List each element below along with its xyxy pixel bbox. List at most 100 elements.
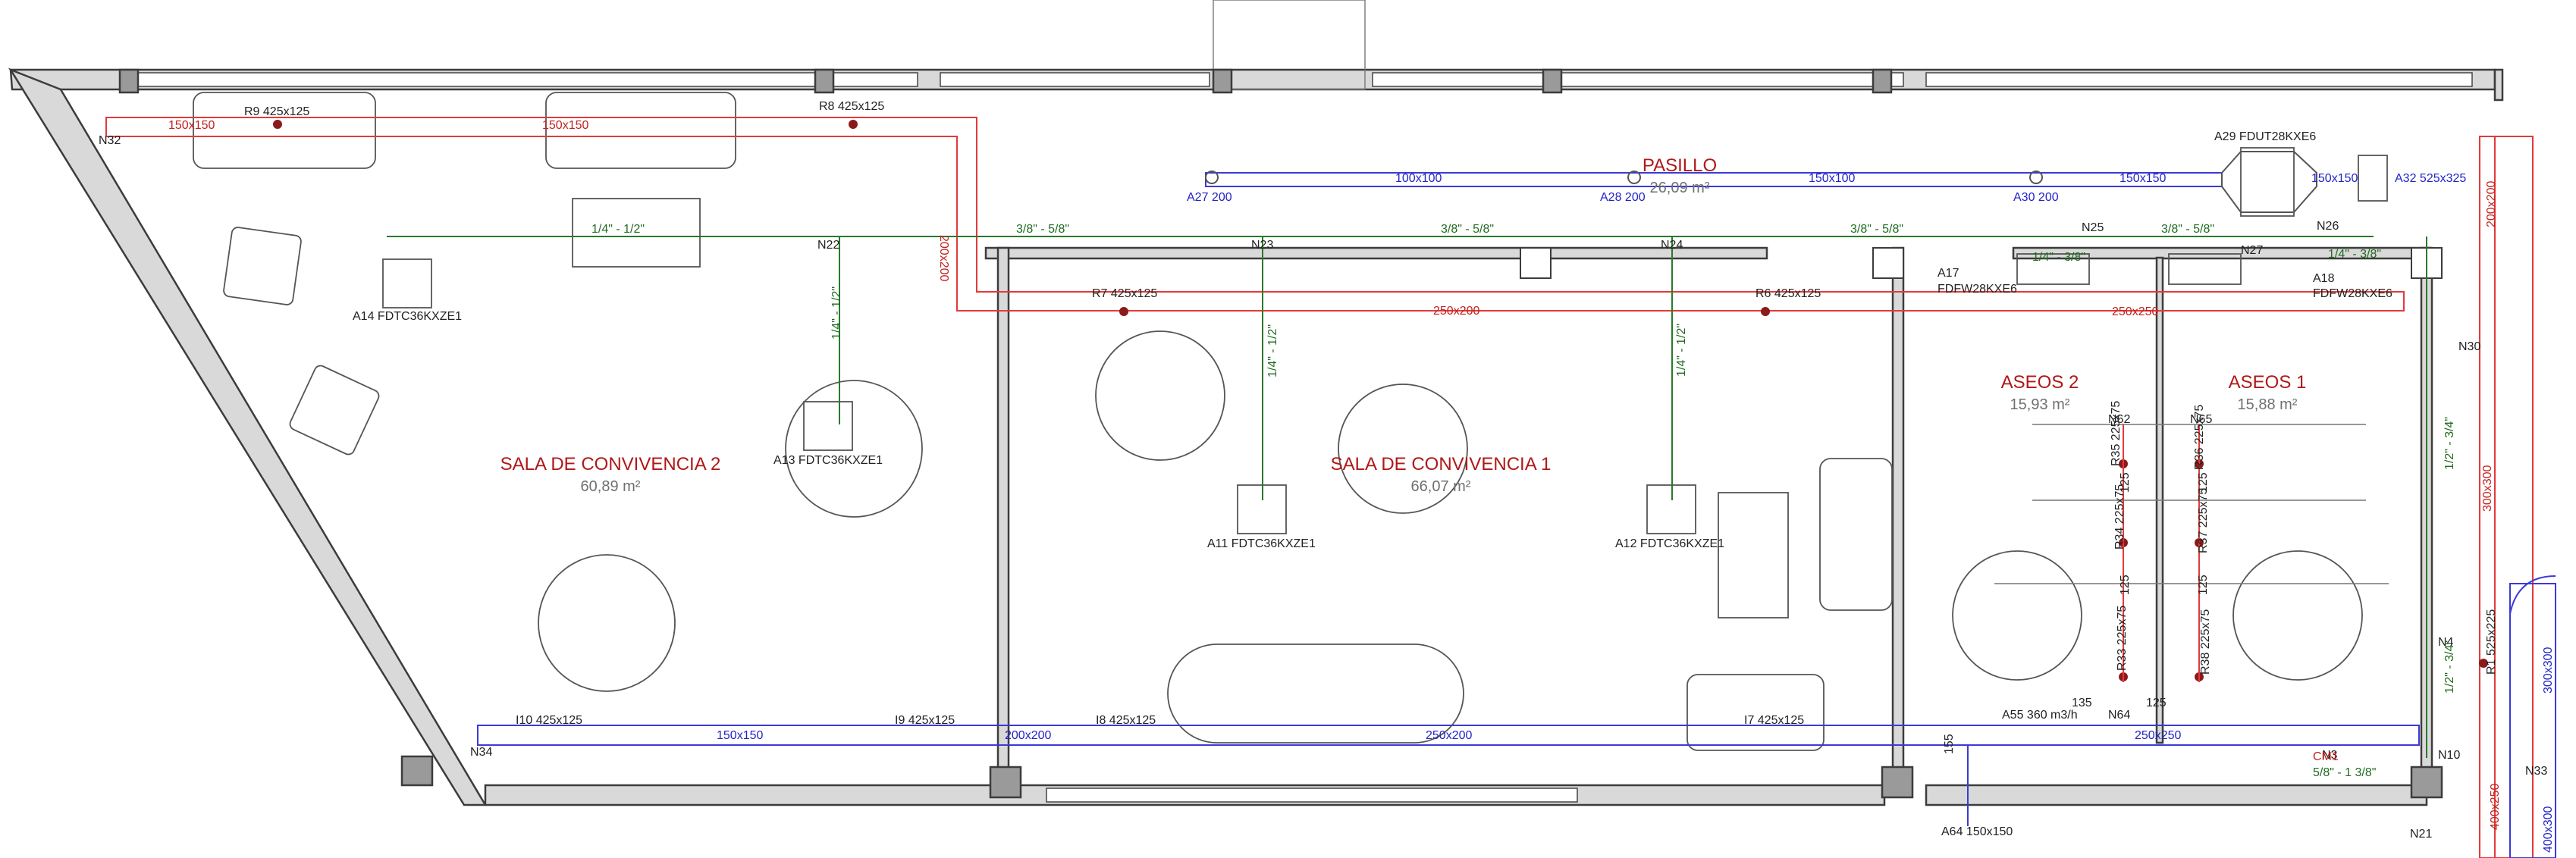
pipe-labels: 1/4" - 1/2" 3/8" - 5/8" 3/8" - 5/8" 3/8"…: [591, 223, 2456, 779]
pipe-label: 1/2" - 3/4": [2443, 417, 2456, 470]
pipe-label: CM1: [2313, 750, 2339, 763]
node-label: N3: [2322, 749, 2338, 762]
node-labels: N32 N22 N23 N24 N25 N26 N27 N30 N34 N62 …: [99, 134, 2547, 841]
duct-label: R35 225x75: [2110, 401, 2123, 466]
column: [118, 68, 140, 94]
sofa: [1819, 458, 1893, 611]
window: [1372, 72, 1904, 87]
duct-label: 400x300: [2542, 806, 2555, 853]
grille-icon: [1761, 307, 1770, 316]
room-name-pasillo: PASILLO: [1643, 155, 1717, 176]
pipe-label: 3/8" - 5/8": [1850, 223, 1903, 236]
window: [124, 72, 918, 87]
unit-label-a17: A17: [1937, 267, 1959, 280]
column: [1542, 68, 1563, 94]
node-label: N25: [2082, 221, 2104, 234]
pipe-label: 3/8" - 5/8": [1016, 223, 1069, 236]
duct-label: 150x150: [168, 119, 215, 132]
round-table: [2232, 550, 2363, 681]
duct-label: R36 225x75: [2193, 405, 2206, 470]
duct-label: R6 425x125: [1756, 287, 1821, 300]
node-label: N23: [1251, 239, 1273, 252]
pipe-label: 1/4" - 1/2": [1675, 324, 1688, 377]
pipe-label: 3/8" - 5/8": [1441, 223, 1494, 236]
wall-corridor: [984, 246, 1768, 260]
duct-label: I7 425x125: [1744, 714, 1804, 727]
columns: [118, 68, 2443, 799]
node-label: N22: [817, 239, 839, 252]
diffuser-icon: [1627, 171, 1641, 184]
duct-label: R1 525x225: [2485, 609, 2498, 675]
duct-label: R34 225x75: [2113, 484, 2126, 550]
duct-label: 150x150: [2311, 172, 2358, 185]
duct-label: 400x250: [2489, 784, 2502, 830]
unit-box: [1237, 484, 1287, 534]
grille-a32: [2358, 155, 2388, 202]
duct-label: 125: [2197, 575, 2210, 595]
duct-supply: [105, 117, 2405, 312]
node-label: N65: [2190, 413, 2212, 426]
pipe-label: 1/4" - 3/8": [2328, 248, 2381, 261]
duct-label: 125: [2197, 472, 2210, 493]
duct-return-curve: [2509, 575, 2556, 615]
round-table: [1338, 384, 1468, 514]
furniture: [193, 92, 2389, 751]
unit-labels: A14 FDTC36KXZE1 A13 FDTC36KXZE1 A11 FDTC…: [353, 130, 2392, 550]
round-table: [785, 380, 923, 518]
duct-label: 250x250: [2112, 305, 2158, 318]
sofa: [1686, 674, 1825, 751]
duct-label: A28 200: [1600, 191, 1646, 204]
node-label: N34: [470, 746, 492, 759]
duct-transition: [2221, 151, 2317, 213]
column: [1872, 68, 1893, 94]
pipe-label: 5/8" - 1 3/8": [2313, 766, 2376, 779]
room-area-aseos2: 15,93 m²: [2010, 396, 2070, 413]
duct-label: 300x300: [2542, 647, 2555, 694]
armchair: [223, 227, 302, 305]
duct-label: 125: [2119, 472, 2132, 493]
column: [1872, 247, 1904, 279]
unit-label-a11: A11 FDTC36KXZE1: [1207, 537, 1316, 550]
duct-label: R37 225x75: [2197, 488, 2210, 553]
duct-label: 150x150: [717, 729, 763, 742]
duct-label: 200x200: [937, 235, 950, 281]
armchair: [289, 365, 380, 456]
wall-east: [2493, 68, 2504, 102]
pipe-label: 1/4" - 1/2": [591, 223, 645, 236]
duct-label: A55 360 m3/h: [2002, 709, 2078, 722]
column: [1520, 247, 1552, 279]
duct-label: A32 525x325: [2395, 172, 2466, 185]
window: [940, 72, 1210, 87]
supply-ducts: [105, 117, 2534, 858]
supply-duct-labels: 150x150 R9 425x125 150x150 R8 425x125 20…: [168, 100, 2502, 830]
duct-label: 150x100: [1809, 172, 1855, 185]
node-label: N4: [2438, 636, 2454, 649]
window: [1046, 788, 1578, 803]
windows: [124, 0, 2473, 803]
unit-box: [803, 401, 853, 451]
sofa: [545, 92, 736, 169]
grille-icon: [273, 120, 282, 129]
duct-label: 150x150: [542, 119, 588, 132]
node-label: N10: [2438, 749, 2460, 762]
pipe-label: 1/4" - 1/2": [1266, 324, 1279, 377]
room-area-pasillo: 26,09 m²: [1650, 180, 1710, 196]
room-name-sala2: SALA DE CONVIVENCIA 2: [500, 454, 721, 474]
duct-label: 125: [2146, 697, 2167, 709]
duct-label: 250x200: [1433, 305, 1479, 318]
column: [989, 766, 1022, 799]
duct-label: I10 425x125: [516, 714, 582, 727]
wall-v-aseos: [1891, 246, 1905, 789]
room-name-aseos2: ASEOS 2: [2001, 372, 2079, 393]
duct-label: A64 150x150: [1941, 825, 2013, 838]
duct-label: R8 425x125: [819, 100, 884, 113]
wall-south-right: [1925, 784, 2428, 806]
sofa: [193, 92, 376, 169]
duct-label: 250x250: [2135, 729, 2181, 742]
duct-label: 125: [2119, 575, 2132, 595]
unit-box: [2168, 253, 2242, 285]
duct-label: A27 200: [1187, 191, 1232, 204]
duct-label: 100x100: [1395, 172, 1442, 185]
wall-v-sala1: [996, 246, 1010, 789]
column: [1881, 766, 1914, 799]
